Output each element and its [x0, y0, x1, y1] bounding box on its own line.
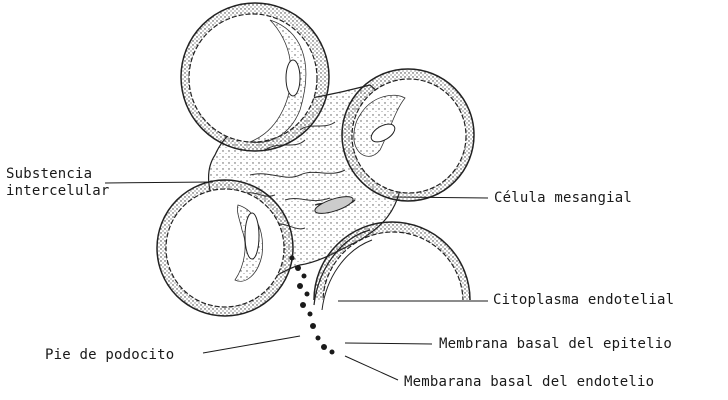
capillary-right: [342, 69, 474, 201]
label-substance-line2: intercelular: [6, 183, 110, 199]
leader-substance: [105, 182, 213, 183]
label-endothelial-basal-membrane: Membarana basal del endotelio: [404, 374, 654, 390]
label-podocyte-foot: Pie de podocito: [45, 347, 174, 363]
label-endothelial-cytoplasm: Citoplasma endotelial: [493, 292, 674, 308]
label-epithelial-basal-membrane: Membrana basal del epitelio: [439, 336, 672, 352]
label-substance-line1: Substencia: [6, 166, 92, 182]
capillary-bottom-left: [157, 180, 293, 316]
capillary-top-left: [181, 3, 329, 151]
leader-podocyte: [203, 336, 300, 353]
label-mesangial-cell: Célula mesangial: [494, 190, 632, 206]
